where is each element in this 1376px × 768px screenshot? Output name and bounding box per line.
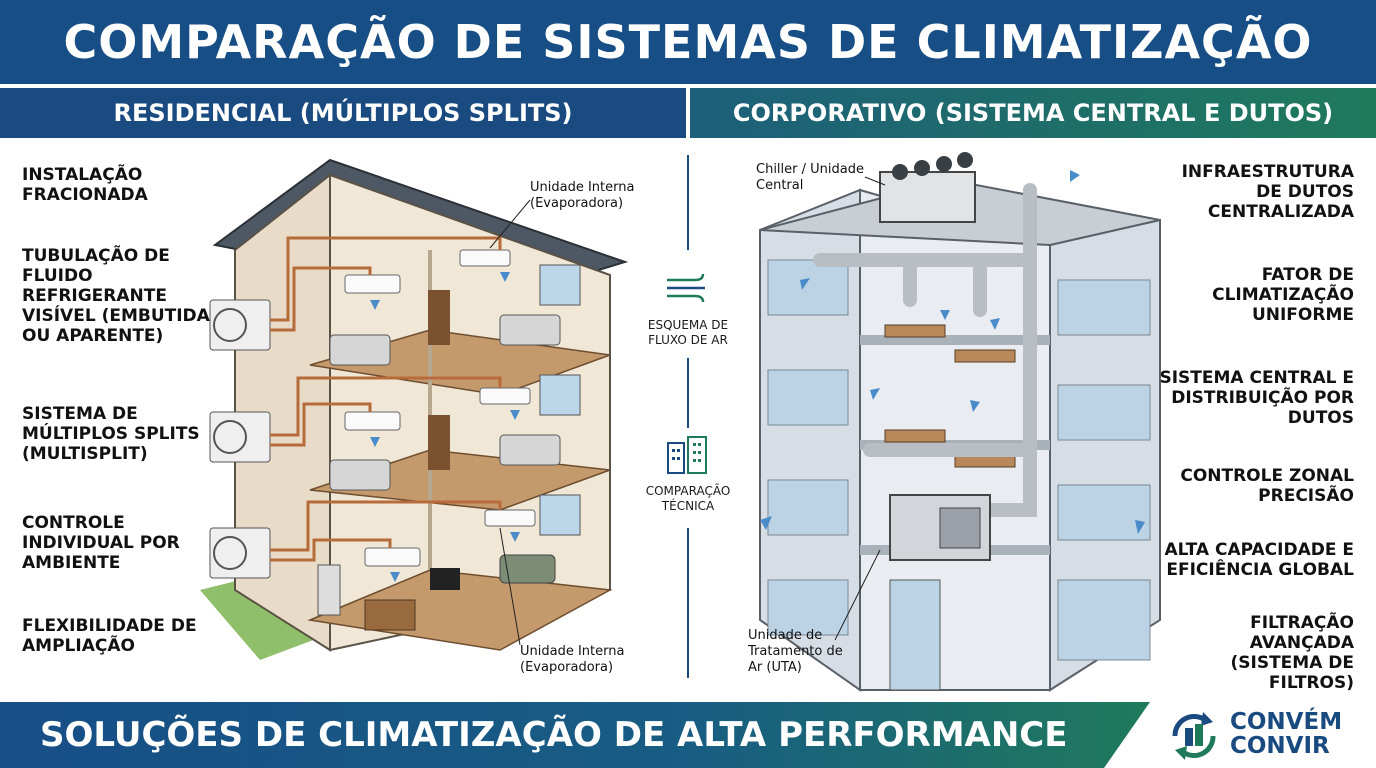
main-title: COMPARAÇÃO DE SISTEMAS DE CLIMATIZAÇÃO [0, 0, 1376, 84]
residential-feature-2: TUBULAÇÃO DE FLUIDO REFRIGERANTE VISÍVEL… [22, 246, 210, 346]
callout-chiller: Chiller / Unidade Central [756, 162, 864, 193]
compare-label: COMPARAÇÃO TÉCNICA [645, 484, 731, 513]
chiller-fans [892, 152, 973, 180]
fan-icon [213, 420, 247, 454]
airflow-label: ESQUEMA DE FLUXO DE AR [647, 318, 729, 347]
residential-house-illustration [200, 158, 629, 660]
buildings-icon [667, 436, 707, 474]
middle-divider: ESQUEMA DE FLUXO DE AR COMPARAÇÃO TÉCNIC… [640, 150, 736, 690]
logo-line-2: CONVIR [1230, 733, 1330, 759]
wind-icon [667, 273, 705, 303]
divider-line [687, 358, 689, 428]
fan-icon [213, 308, 247, 342]
callout-leader [834, 549, 881, 641]
window-icon [539, 374, 581, 416]
indoor-split-unit [344, 274, 401, 294]
air-ducts [813, 183, 1037, 517]
indoor-split-unit [479, 387, 531, 405]
sofa-icon [499, 554, 556, 584]
callout-indoor-unit-top: Unidade Interna (Evaporadora) [530, 180, 635, 211]
indoor-split-unit [459, 249, 511, 267]
indoor-split-unit [364, 547, 421, 567]
fan-icon [213, 536, 247, 570]
bed-icon [499, 434, 561, 466]
door-icon [428, 415, 450, 470]
residential-feature-1: INSTALAÇÃO FRACIONADA [22, 165, 148, 205]
outdoor-condenser-unit [209, 527, 271, 579]
chiller-unit [879, 171, 976, 223]
refrigerant-pipe [270, 402, 372, 447]
callout-leader [864, 176, 886, 186]
window-icon [539, 264, 581, 306]
airflow-arrows [760, 170, 1145, 534]
brand-logo: CONVÉM CONVIR [1160, 702, 1370, 768]
refrigerant-pipe [270, 500, 502, 552]
door-icon [428, 290, 450, 345]
window-icon [539, 494, 581, 536]
tv-icon [430, 568, 460, 590]
dining-table-icon [364, 599, 416, 631]
residential-feature-4: CONTROLE INDIVIDUAL POR AMBIENTE [22, 513, 180, 573]
residential-feature-3: SISTEMA DE MÚLTIPLOS SPLITS (MULTISPLIT) [22, 404, 200, 464]
office-desks [884, 324, 1016, 468]
refrigerator-icon [317, 564, 341, 616]
outdoor-condenser-unit [209, 411, 271, 463]
callout-indoor-unit-bottom: Unidade Interna (Evaporadora) [520, 644, 625, 675]
callout-leader [489, 199, 531, 249]
indoor-split-unit [344, 411, 401, 431]
ahu-fan-panel [939, 507, 981, 549]
refrigerant-pipe [270, 538, 392, 562]
building-entrance [889, 579, 941, 691]
bed-icon [329, 334, 391, 366]
residential-feature-5: FLEXIBILIDADE DE AMPLIAÇÃO [22, 616, 197, 656]
glass-windows [767, 259, 1151, 661]
logo-line-1: CONVÉM [1230, 709, 1343, 735]
bed-icon [329, 459, 391, 491]
divider-line [687, 528, 689, 678]
corporate-section-header: CORPORATIVO (SISTEMA CENTRAL E DUTOS) [690, 88, 1376, 138]
divider-line [687, 155, 689, 250]
corporate-feature-4: CONTROLE ZONAL PRECISÃO [1180, 466, 1354, 506]
callout-ahu: Unidade de Tratamento de Ar (UTA) [748, 628, 843, 675]
recycle-buildings-icon [1172, 712, 1216, 760]
footer-tagline: SOLUÇÕES DE CLIMATIZAÇÃO DE ALTA PERFORM… [0, 702, 1150, 768]
bed-icon [499, 314, 561, 346]
refrigerant-pipe [270, 266, 372, 332]
callout-leader [499, 527, 521, 646]
airflow-arrows [370, 272, 520, 582]
indoor-split-unit [484, 509, 536, 527]
corporate-feature-2: FATOR DE CLIMATIZAÇÃO UNIFORME [1212, 265, 1354, 325]
corporate-feature-3: SISTEMA CENTRAL E DISTRIBUIÇÃO POR DUTOS [1159, 368, 1354, 428]
corporate-feature-1: INFRAESTRUTURA DE DUTOS CENTRALIZADA [1181, 162, 1354, 222]
refrigerant-pipe [270, 236, 502, 322]
refrigerant-pipe [270, 376, 502, 437]
logo-text: CONVÉM CONVIR [1230, 710, 1342, 758]
residential-section-header: RESIDENCIAL (MÚLTIPLOS SPLITS) [0, 88, 686, 138]
corporate-feature-5: ALTA CAPACIDADE E EFICIÊNCIA GLOBAL [1164, 540, 1354, 580]
corporate-building-illustration [759, 152, 1161, 692]
corporate-feature-6: FILTRAÇÃO AVANÇADA (SISTEMA DE FILTROS) [1230, 613, 1354, 693]
outdoor-condenser-unit [209, 299, 271, 351]
lawn [200, 570, 340, 660]
